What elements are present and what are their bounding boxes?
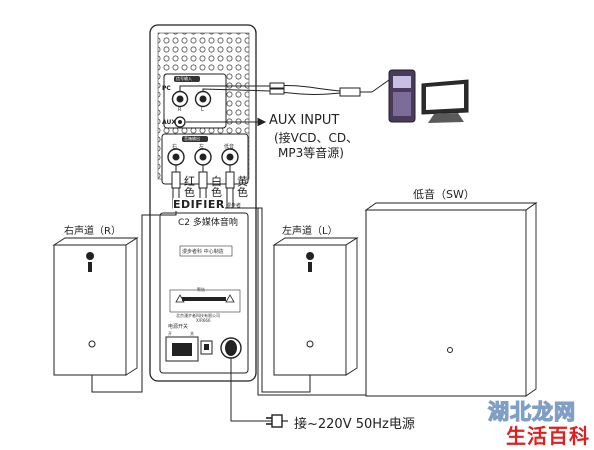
- out-r-label: 右: [172, 144, 178, 150]
- left-speaker-terminal: [306, 340, 314, 348]
- watermark-line2: 生活百科: [506, 424, 590, 448]
- spec-tag: 漫步者科 中心制造: [182, 249, 224, 255]
- right-speaker-terminal: [88, 340, 96, 348]
- out-l-label: 左: [199, 144, 205, 150]
- power-label: 接~220V 50Hz电源: [294, 417, 415, 432]
- subwoofer: [364, 202, 538, 397]
- subwoofer-label: 低音（SW）: [413, 188, 475, 201]
- left-channel-label: 左声道（L）: [282, 226, 338, 237]
- out-sw-label: 低音: [224, 144, 235, 150]
- yellow-plug-label: 黄色: [237, 175, 248, 199]
- power-switch-label: 电源开关: [168, 324, 189, 330]
- aux-sources-line1: (接VCD、CD、: [274, 131, 359, 145]
- switch-off-label: 关: [190, 331, 194, 336]
- control-panel: [149, 24, 257, 382]
- warning-label: 警告: [197, 287, 205, 292]
- jack-r-label: R: [178, 107, 182, 113]
- red-plug-label: 红色: [184, 175, 195, 199]
- left-speaker: [272, 237, 359, 376]
- model-label: C2 多媒体音响: [178, 218, 238, 228]
- jack-l-label: L: [201, 107, 204, 113]
- computer-monitor-icon: [421, 79, 469, 123]
- pc-input-cable: [179, 85, 271, 92]
- subwoofer-terminal: [447, 347, 453, 353]
- brand-sub: 漫步者: [226, 203, 242, 209]
- pc-jack-label: PC: [162, 85, 171, 92]
- power-plug-icon: [266, 414, 288, 428]
- output-box-label: 音箱输出: [184, 136, 200, 141]
- power-cable: [230, 358, 288, 422]
- right-channel-label: 右声道（R）: [64, 226, 121, 237]
- watermark-line1: 湖北龙网: [487, 399, 576, 424]
- serial-label: X/R666: [196, 318, 211, 323]
- aux-input-label: AUX INPUT: [269, 113, 340, 128]
- right-speaker: [52, 237, 139, 376]
- aux-jack-label: AUX: [162, 119, 176, 126]
- aux-sources-line2: MP3等音源): [278, 146, 344, 160]
- media-player-icon: [371, 69, 416, 123]
- input-box-label: 信号输入: [176, 76, 192, 81]
- company-label: 北京漫步者科技有限公司: [176, 313, 220, 318]
- switch-on-label: 开: [168, 331, 172, 336]
- white-plug-label: 白色: [211, 175, 222, 199]
- brand-logo: EDIFIER: [173, 198, 225, 211]
